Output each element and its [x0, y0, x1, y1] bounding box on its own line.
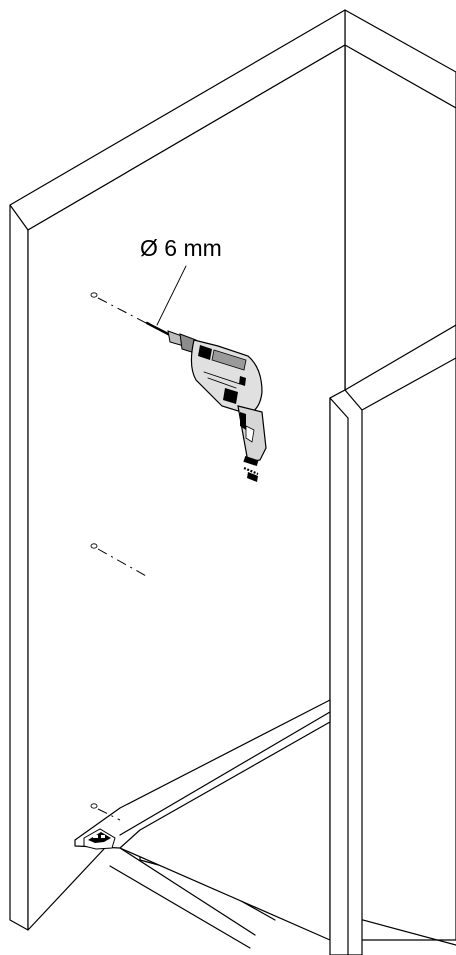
mounting-bracket-icon: [83, 828, 116, 850]
dimension-leader-line: [156, 265, 187, 326]
divider-panel: [329, 324, 456, 955]
hole-marker-middle: [90, 543, 149, 578]
hole-marker-bottom: [90, 803, 121, 821]
electric-drill-icon: [145, 321, 267, 482]
drill-diameter-label: Ø 6 mm: [140, 235, 222, 261]
hole-marker-top: [90, 292, 151, 326]
front-bottom-rail: [74, 699, 331, 849]
